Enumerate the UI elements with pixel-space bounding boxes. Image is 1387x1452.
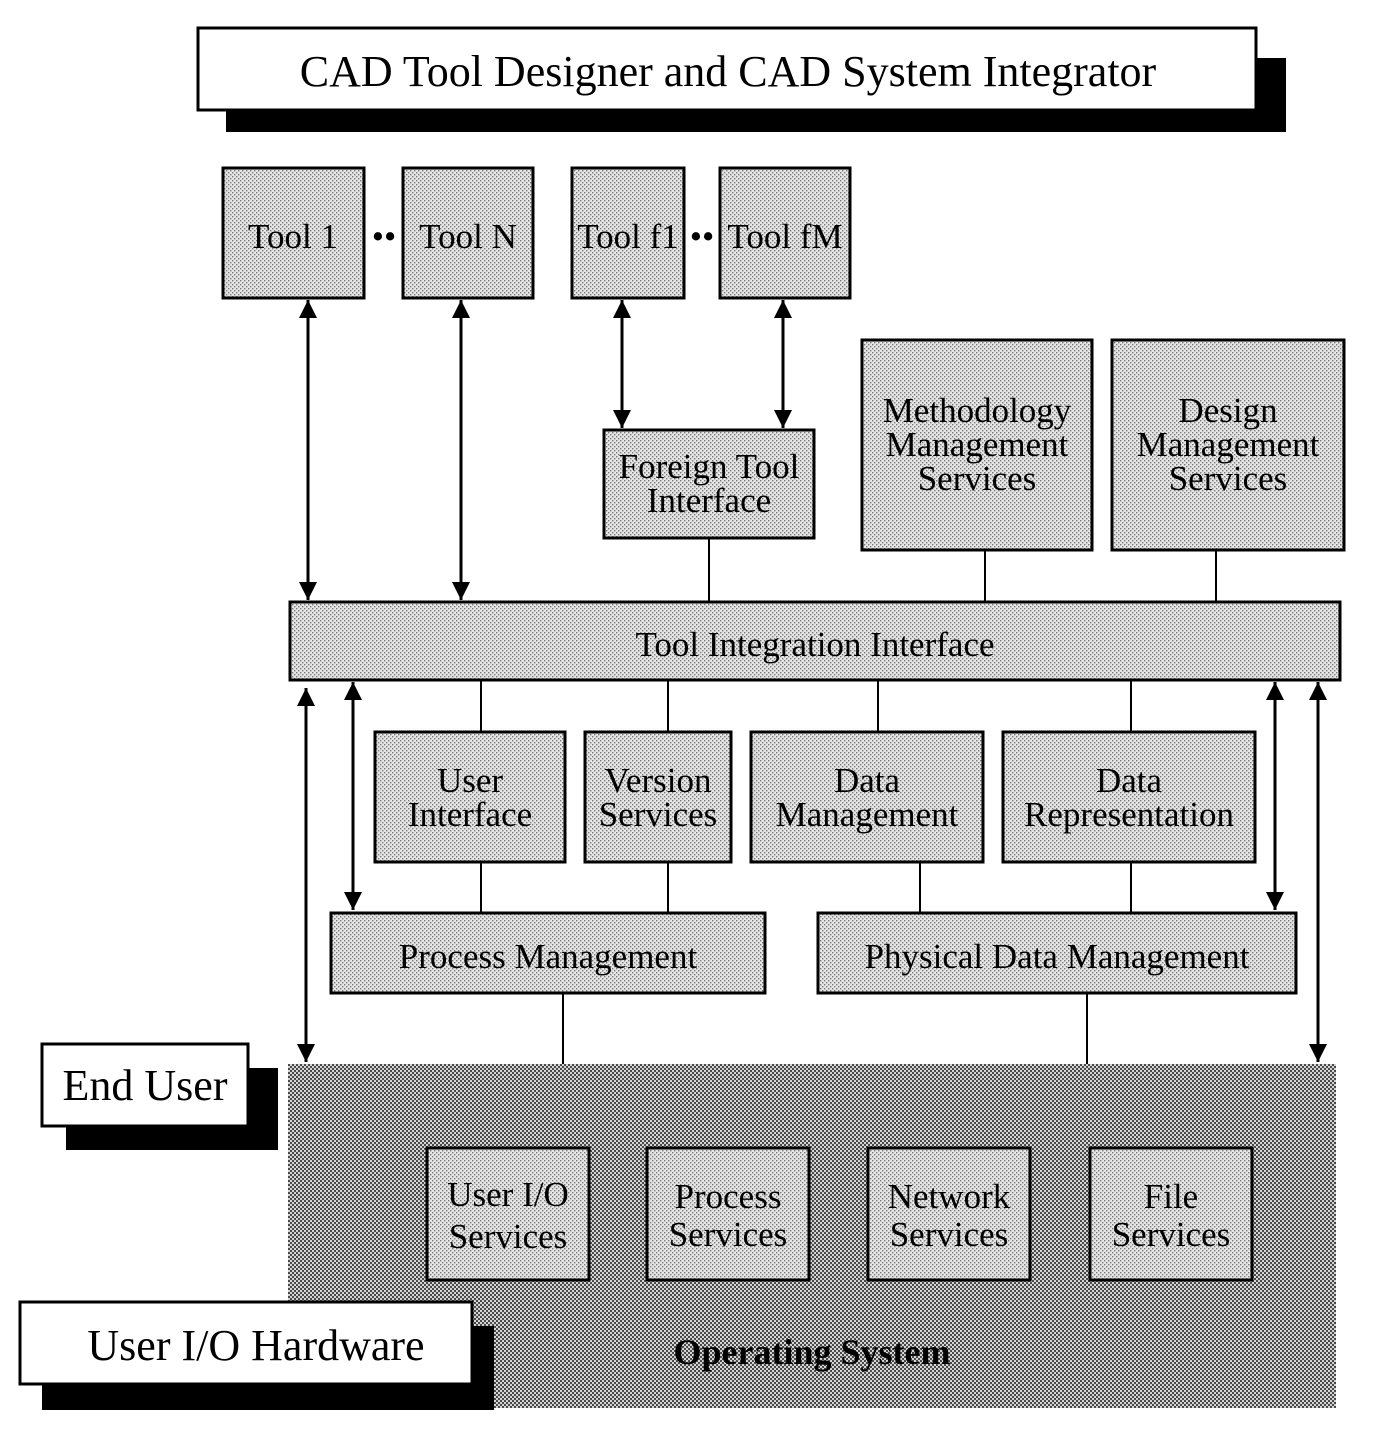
tool-1-label: Tool 1 xyxy=(248,217,338,256)
process-management-label: Process Management xyxy=(399,937,698,976)
process-services-line-2: Services xyxy=(669,1215,788,1254)
tools-ellipsis-right: •• xyxy=(690,217,715,256)
file-services-line-2: Services xyxy=(1112,1215,1231,1254)
methodology-line-2: Management xyxy=(886,425,1069,464)
tool-f1-label: Tool f1 xyxy=(577,217,679,256)
data-management-line-2: Management xyxy=(776,795,959,834)
network-services-line-1: Network xyxy=(888,1177,1011,1216)
user-interface-box: User Interface xyxy=(373,730,567,864)
data-management-box: Data Management xyxy=(749,730,985,864)
design-line-1: Design xyxy=(1178,391,1277,430)
user-io-services-line-1: User I/O xyxy=(447,1175,569,1214)
tools-ellipsis-left: •• xyxy=(372,217,397,256)
foreign-tool-interface-line-2: Interface xyxy=(647,481,771,520)
design-line-2: Management xyxy=(1137,425,1320,464)
data-representation-line-2: Representation xyxy=(1024,795,1234,834)
connector-lines xyxy=(480,538,1217,1064)
physical-data-management-box: Physical Data Management xyxy=(816,911,1298,995)
version-services-box: Version Services xyxy=(583,730,733,864)
banner: CAD Tool Designer and CAD System Integra… xyxy=(196,26,1286,132)
tool-f1-box: Tool f1 xyxy=(570,166,686,300)
user-interface-line-1: User xyxy=(437,761,503,800)
process-services-line-1: Process xyxy=(675,1177,782,1216)
data-management-line-1: Data xyxy=(834,761,901,800)
version-services-line-1: Version xyxy=(605,761,712,800)
tool-n-label: Tool N xyxy=(419,217,517,256)
network-services-line-2: Services xyxy=(890,1215,1009,1254)
tool-integration-interface-label: Tool Integration Interface xyxy=(635,625,994,664)
user-io-services-line-2: Services xyxy=(449,1217,568,1256)
methodology-line-3: Services xyxy=(918,459,1037,498)
data-representation-box: Data Representation xyxy=(1001,730,1257,864)
methodology-management-services-box: Methodology Management Services xyxy=(860,338,1094,552)
user-io-services-box: User I/O Services xyxy=(425,1146,591,1282)
user-io-hardware-label: User I/O Hardware xyxy=(87,1321,424,1370)
end-user-label: End User xyxy=(63,1061,228,1110)
foreign-tool-interface-box: Foreign Tool Interface xyxy=(602,428,816,540)
foreign-tool-interface-line-1: Foreign Tool xyxy=(619,447,800,486)
tool-fm-box: Tool fM xyxy=(718,166,852,300)
file-services-line-1: File xyxy=(1144,1177,1198,1216)
file-services-box: File Services xyxy=(1088,1146,1254,1282)
tool-fm-label: Tool fM xyxy=(727,217,842,256)
physical-data-management-label: Physical Data Management xyxy=(865,937,1250,976)
data-representation-line-1: Data xyxy=(1096,761,1163,800)
user-interface-line-2: Interface xyxy=(408,795,532,834)
operating-system-label: Operating System xyxy=(674,1332,951,1372)
tool-n-box: Tool N xyxy=(401,166,535,300)
arrows xyxy=(297,300,1327,1062)
network-services-box: Network Services xyxy=(866,1146,1032,1282)
tool-1-box: Tool 1 xyxy=(221,166,366,300)
banner-title: CAD Tool Designer and CAD System Integra… xyxy=(300,47,1157,96)
tool-integration-interface-bar: Tool Integration Interface xyxy=(288,600,1342,682)
design-management-services-box: Design Management Services xyxy=(1110,338,1346,552)
design-line-3: Services xyxy=(1169,459,1288,498)
user-io-hardware-box: User I/O Hardware xyxy=(18,1300,494,1410)
process-management-box: Process Management xyxy=(329,911,767,995)
methodology-line-1: Methodology xyxy=(883,391,1072,430)
process-services-box: Process Services xyxy=(645,1146,811,1282)
end-user-box: End User xyxy=(40,1042,278,1150)
version-services-line-2: Services xyxy=(599,795,718,834)
